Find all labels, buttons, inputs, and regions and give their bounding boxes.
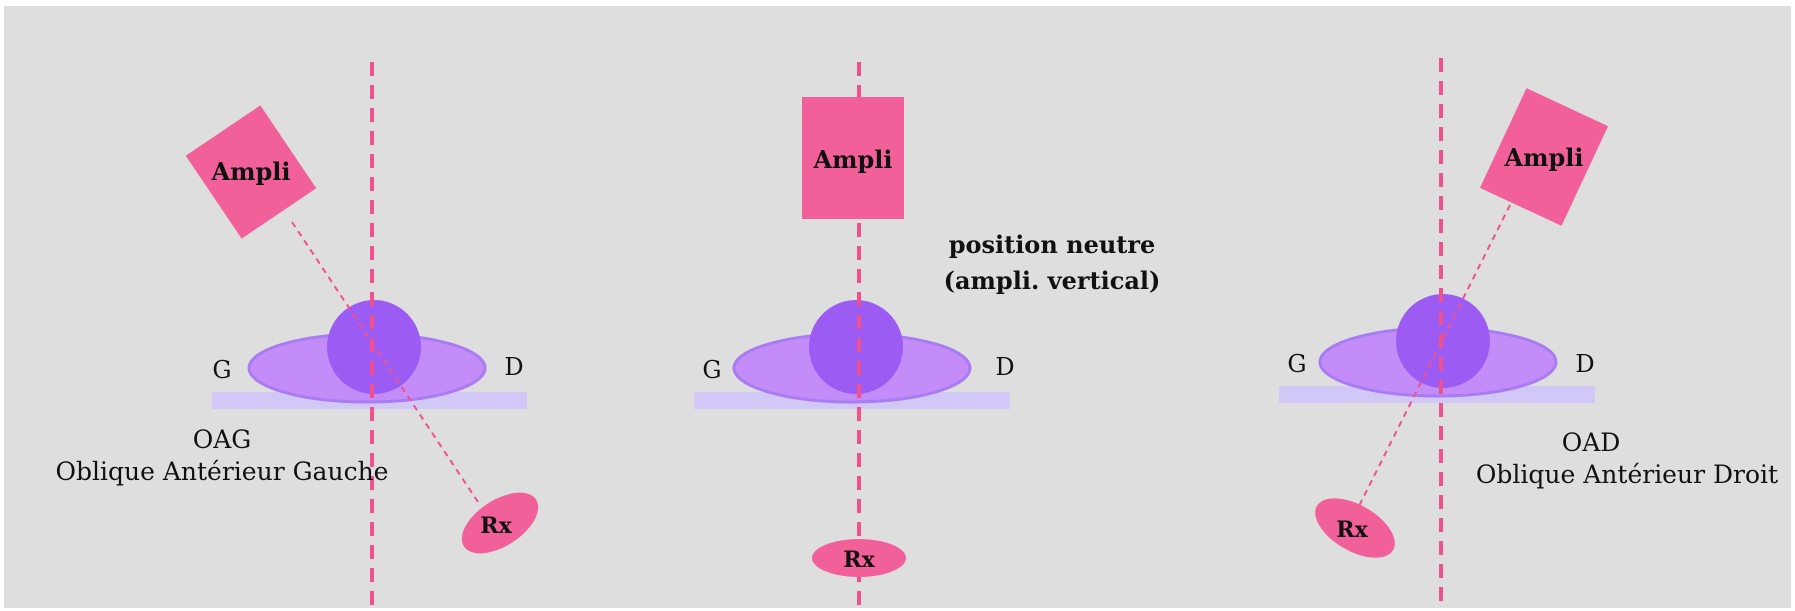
xray-source-label: Rx	[480, 513, 512, 539]
amplifier-label: Ampli	[210, 157, 290, 186]
left-side-label: G	[212, 356, 231, 384]
amplifier: Ampli	[802, 97, 904, 219]
right-side-label: D	[504, 353, 523, 381]
patient-head	[809, 300, 903, 394]
xray-source-label: Rx	[843, 547, 875, 573]
panel-neutral: Ampli Rx G D position neutre (ampli. ver…	[694, 62, 1160, 608]
caption-line-1: position neutre	[949, 230, 1156, 259]
caption-line-2: (ampli. vertical)	[944, 266, 1161, 295]
xray-source: Rx	[1315, 498, 1395, 558]
amplifier-label: Ampli	[1503, 143, 1583, 172]
xray-source-label: Rx	[1336, 517, 1368, 543]
amplifier: Ampli	[185, 105, 317, 239]
view-title: Oblique Antérieur Gauche	[56, 457, 389, 486]
right-side-label: D	[1575, 350, 1594, 378]
amplifier-label: Ampli	[812, 145, 892, 174]
view-abbreviation: OAD	[1562, 428, 1621, 457]
xray-source: Rx	[812, 539, 906, 577]
beam-line	[291, 221, 481, 506]
panel-oag: Ampli Rx G D OAG Oblique Antérieur Gauch…	[56, 62, 539, 608]
right-side-label: D	[995, 353, 1014, 381]
left-side-label: G	[702, 356, 721, 384]
amplifier: Ampli	[1479, 88, 1609, 226]
view-abbreviation: OAG	[193, 425, 252, 454]
xray-source: Rx	[461, 492, 539, 554]
panel-oad: Ampli Rx G D OAD Oblique Antérieur Droit	[1279, 58, 1778, 608]
left-side-label: G	[1287, 350, 1306, 378]
beam-line	[1356, 204, 1511, 511]
view-title: Oblique Antérieur Droit	[1476, 460, 1778, 489]
